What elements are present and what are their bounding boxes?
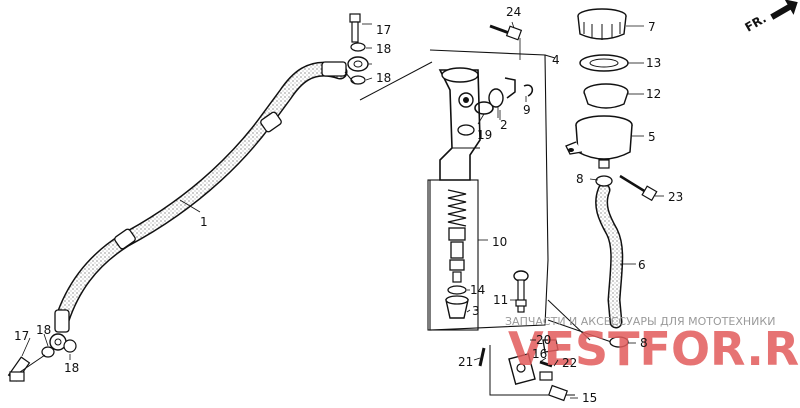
front-direction-arrow: FR.: [743, 0, 798, 35]
part-label-19: 19: [477, 128, 492, 142]
part-label-23: 23: [668, 190, 683, 204]
bottom-banjo-fitting: [7, 333, 77, 382]
part-label-8-upper: 8: [576, 172, 584, 186]
part-label-24: 24: [506, 5, 521, 19]
part-label-12: 12: [646, 87, 661, 101]
part-label-18-bottom-b: 18: [64, 361, 79, 375]
part-label-3: 3: [472, 304, 480, 318]
part-label-18-top-a: 18: [376, 42, 391, 56]
assembly-bracket-lines: [359, 49, 621, 346]
part-label-20: 20: [536, 333, 551, 347]
reservoir-hose-6: [595, 175, 629, 348]
diaphragm: [583, 83, 629, 109]
part-label-7: 7: [648, 20, 656, 34]
watermark-caption: ЗАПЧАСТИ И АКСЕССУАРЫ ДЛЯ МОТОТЕХНИКИ: [505, 315, 775, 328]
screw-24: [489, 24, 523, 60]
set-plate: [579, 54, 629, 72]
part-label-13: 13: [646, 56, 661, 70]
reservoir-cap: [577, 8, 627, 40]
part-label-16: 16: [532, 347, 547, 361]
part-label-22: 22: [562, 356, 577, 370]
part-label-2: 2: [500, 118, 508, 132]
part-label-21: 21: [458, 355, 473, 369]
part-label-11: 11: [493, 293, 508, 307]
master-cylinder-body: [438, 67, 481, 181]
part-label-4: 4: [552, 53, 560, 67]
part-label-15: 15: [582, 391, 597, 405]
reservoir-tank: [565, 115, 633, 169]
part-labels: 17 18 18 24 4 7 13 12 5 8 23 6 8 19 2 9 …: [14, 5, 683, 405]
part-label-6: 6: [638, 258, 646, 272]
piston-kit: [427, 179, 488, 331]
part-label-8-lower: 8: [640, 336, 648, 350]
reservoir-stack: [565, 8, 633, 169]
reservoir-hose-part: [54, 61, 348, 333]
push-rod: [513, 270, 529, 313]
part-label-10: 10: [492, 235, 507, 249]
watermark-logo: VESTFOR.RU: [508, 322, 800, 376]
front-direction-text: FR.: [743, 11, 769, 34]
spring: [447, 189, 467, 227]
screw-23: [619, 174, 658, 202]
top-banjo-fitting: [344, 13, 369, 85]
part-label-18-bottom-a: 18: [36, 323, 51, 337]
clevis-assembly: [478, 339, 575, 402]
part-label-1: 1: [200, 215, 208, 229]
part-label-9: 9: [523, 103, 531, 117]
part-label-14: 14: [470, 283, 485, 297]
part-label-17-bottom: 17: [14, 329, 29, 343]
part-label-18-top-b: 18: [376, 71, 391, 85]
part-label-17-top: 17: [376, 23, 391, 37]
leader-lines: [21, 21, 664, 399]
part-label-5: 5: [648, 130, 656, 144]
watermark: ЗАПЧАСТИ И АКСЕССУАРЫ ДЛЯ МОТОТЕХНИКИ VE…: [505, 315, 800, 376]
